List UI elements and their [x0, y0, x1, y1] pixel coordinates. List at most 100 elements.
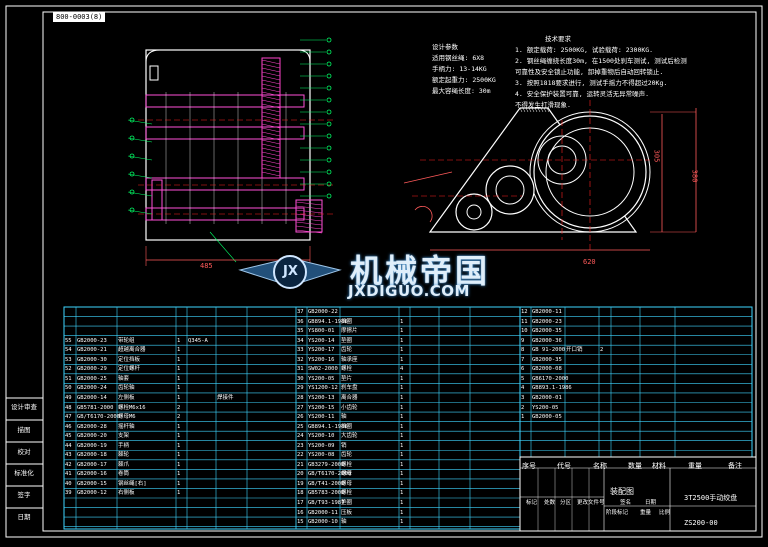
bom-cell: 轴: [341, 414, 347, 421]
scale-label: 阶段标记: [606, 510, 629, 516]
watermark-text-cn: 机械帝国: [350, 252, 491, 290]
bom-cell: YS200-05: [308, 375, 335, 382]
frame-hatch: [546, 107, 550, 113]
gear-hatch: [261, 71, 281, 77]
leader-dot: [326, 157, 332, 163]
bom-cell: 手柄: [118, 442, 130, 449]
bom-cell: 23: [297, 442, 304, 449]
gear-hatch: [261, 143, 281, 149]
bom-cell: 15: [297, 519, 304, 526]
bom-cell: YS200-05: [532, 404, 559, 411]
bom-cell: 1: [400, 423, 404, 430]
bom-cell: 1: [400, 375, 404, 382]
bom-cell: 1: [177, 394, 181, 401]
tech-requirement-line: 可靠性及安全锁止功能, 卸掉重物后自动回转锁止.: [515, 68, 664, 76]
bom-cell: 47: [65, 414, 72, 421]
bom-cell: GB2000-36: [532, 337, 562, 344]
tech-requirements-title: 技术要求: [545, 35, 571, 43]
bom-cell: 垫片: [341, 375, 353, 382]
bom-cell: 棘轮: [118, 452, 130, 459]
bom-cell: GB2000-20: [77, 433, 107, 440]
bom-cell: GB2000-17: [77, 461, 107, 468]
bom-cell: 4: [521, 385, 525, 392]
bom-cell: 齿轮轴: [118, 385, 135, 392]
bom-cell: 9: [521, 337, 525, 344]
frame-hatch: [525, 107, 529, 113]
handle-end: [151, 179, 163, 221]
leader-line: [127, 191, 153, 197]
bom-cell: 压板: [341, 509, 353, 516]
bom-cell: 垫圈: [341, 337, 353, 344]
bom-cell: GB2000-16: [77, 471, 107, 478]
bom-cell: 1: [177, 442, 181, 449]
scale-label: 比例: [659, 510, 671, 516]
frame-hatch: [540, 107, 544, 113]
bom-cell: GB2000-28: [77, 423, 107, 430]
bom-cell: 摩擦片: [341, 328, 358, 335]
bom-cell: 25: [297, 423, 304, 430]
bom-cell: 49: [65, 394, 72, 401]
bom-cell: 44: [65, 442, 72, 449]
gear-hatch: [261, 171, 281, 177]
side-label: 标准化: [14, 469, 34, 477]
bom-cell: 1: [400, 433, 404, 440]
bom-cell: GB2000-12: [77, 490, 107, 497]
title-header-cell: 备注: [728, 462, 742, 470]
bom-cell: 轴承座: [341, 356, 358, 363]
leader-dot: [326, 169, 332, 175]
title-block-frame: [519, 456, 757, 532]
rev-label: 分区: [560, 500, 572, 506]
gear-hatch: [261, 155, 281, 161]
gear-hatch: [261, 59, 281, 65]
pinion-gear: [485, 165, 535, 215]
gear-hatch: [261, 63, 281, 69]
frame-hatch: [534, 107, 538, 113]
bom-cell: 垫圈: [341, 500, 353, 506]
bom-cell: 1: [400, 509, 404, 516]
gear-hatch: [261, 75, 281, 81]
bom-cell: GB2000-29: [77, 366, 107, 373]
gear-hatch: [261, 123, 281, 129]
bom-cell: 定位螺杆: [118, 366, 141, 373]
bom-cell: 螺栓: [341, 461, 353, 468]
bom-cell: YS200-10: [308, 433, 335, 440]
title-header-cell: 材料: [652, 462, 666, 470]
bom-cell: GB893.1-1986: [532, 385, 572, 392]
bom-cell: GB/T6170-2000: [77, 414, 121, 421]
bom-cell: 12: [521, 309, 528, 315]
design-param-line: 适用钢丝绳: 6X8: [432, 54, 485, 62]
bom-cell: 带轮组: [118, 337, 135, 344]
bom-cell: 55: [65, 337, 72, 344]
bom-cell: 4: [400, 366, 404, 373]
bom-cell: 40: [65, 480, 72, 487]
leader-dot: [326, 97, 332, 103]
tech-requirement-line: 3. 按照1818要求进行, 测试手摇力不得超过20Kg.: [515, 79, 668, 87]
leader-dot: [326, 85, 332, 91]
bom-cell: 27: [297, 404, 304, 411]
bom-cell: 10: [521, 328, 528, 335]
tech-requirement-line: 4. 安全保护装置可靠, 运转灵活无异常噪声.: [515, 90, 649, 98]
bom-cell: GB6170-2000: [532, 375, 569, 382]
bom-cell: GB2000-08: [532, 366, 562, 373]
bom-cell: 螺栓M6x16: [118, 404, 146, 411]
design-param-line: 最大容绳长度: 30m: [432, 87, 491, 95]
bom-cell: 16: [297, 509, 304, 516]
dimension-drum-side: 305: [652, 149, 661, 163]
clutch-hatch: [295, 209, 323, 214]
bom-cell: YS200-09: [308, 442, 335, 449]
bom-cell: 1: [400, 318, 404, 325]
bom-cell: 21: [297, 461, 304, 468]
bom-cell: 1: [177, 347, 181, 354]
bom-cell: 54: [65, 347, 72, 354]
bom-cell: 1: [400, 328, 404, 335]
side-label: 描图: [17, 426, 31, 434]
bom-cell: 1: [177, 433, 181, 440]
frame-hatch: [537, 107, 541, 113]
side-label: 校对: [17, 448, 31, 456]
gear-hatch: [261, 131, 281, 137]
bom-cell: 22: [297, 452, 304, 459]
bom-cell: 1: [177, 366, 181, 373]
bom-cell: 1: [400, 356, 404, 363]
title-header-cell: 序号: [522, 462, 536, 470]
